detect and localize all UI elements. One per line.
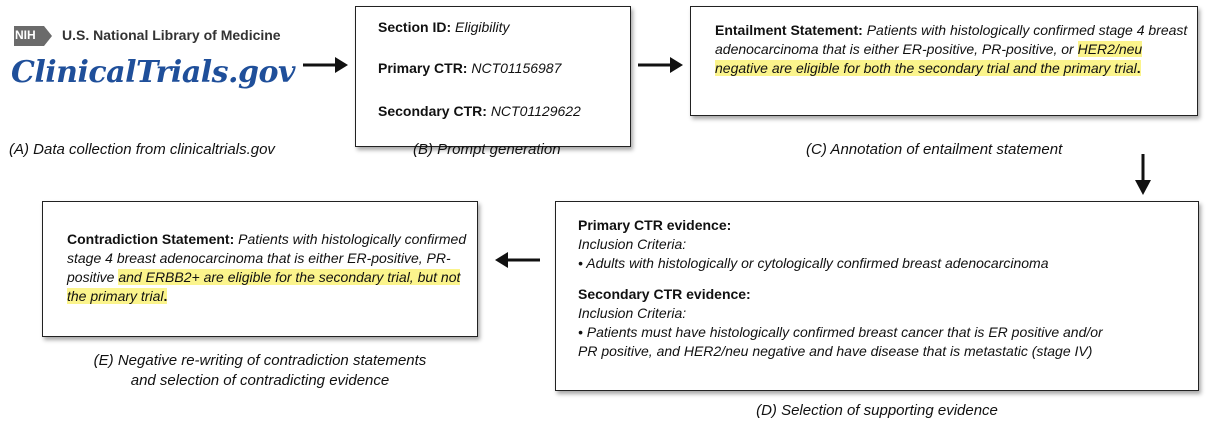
primary-evidence-heading: Primary CTR evidence: (578, 217, 732, 233)
section-id-row: Section ID: Eligibility (378, 19, 509, 35)
secondary-evidence-item-line2: PR positive, and HER2/neu negative and h… (578, 343, 1093, 359)
primary-inclusion-label: Inclusion Criteria: (578, 236, 687, 252)
caption-a: (A) Data collection from clinicaltrials.… (9, 141, 275, 158)
secondary-inclusion-label: Inclusion Criteria: (578, 305, 687, 321)
contradiction-statement: Contradiction Statement: Patients with h… (67, 230, 467, 306)
contradiction-highlight: and ERBB2+ are eligible for the secondar… (67, 269, 461, 304)
primary-evidence-item: • Adults with histologically or cytologi… (578, 255, 1049, 271)
prompt-box: Section ID: Eligibility Primary CTR: NCT… (355, 6, 631, 147)
secondary-evidence-item-line1: • Patients must have histologically conf… (578, 324, 1103, 340)
primary-ctr-label: Primary CTR: (378, 60, 468, 76)
arrow-down-icon (1135, 154, 1151, 195)
contradiction-box: Contradiction Statement: Patients with h… (42, 201, 478, 337)
caption-b: (B) Prompt generation (413, 141, 561, 158)
primary-ctr-row: Primary CTR: NCT01156987 (378, 60, 561, 76)
nih-badge-text: NIH (15, 28, 36, 42)
caption-e-line2: and selection of contradicting evidence (130, 372, 390, 389)
arrow-right-icon (303, 57, 348, 73)
secondary-ctr-value: NCT01129622 (490, 103, 581, 119)
secondary-evidence-heading: Secondary CTR evidence: (578, 286, 751, 302)
contradiction-text: Patients with histologically confirmed s… (67, 231, 467, 285)
entailment-highlight: HER2/neu negative are eligible for both … (715, 41, 1143, 76)
arrow-left-icon (495, 252, 540, 268)
nih-badge-icon (14, 26, 52, 46)
clinicaltrials-logo: ClinicalTrials.gov (11, 55, 295, 90)
entailment-label: Entailment Statement: (715, 22, 863, 38)
caption-e: (E) Negative re-writing of contradiction… (42, 351, 478, 391)
caption-d: (D) Selection of supporting evidence (756, 402, 998, 419)
entailment-text: Patients with histologically confirmed s… (715, 22, 1188, 57)
contradiction-end: . (163, 288, 168, 304)
entailment-statement: Entailment Statement: Patients with hist… (715, 21, 1195, 78)
primary-ctr-value: NCT01156987 (471, 60, 562, 76)
section-id-label: Section ID: (378, 19, 452, 35)
evidence-box: Primary CTR evidence: Inclusion Criteria… (555, 201, 1199, 391)
contradiction-label: Contradiction Statement: (67, 231, 235, 247)
section-id-value: Eligibility (455, 19, 510, 35)
caption-c: (C) Annotation of entailment statement (806, 141, 1063, 158)
arrow-right-icon (638, 57, 683, 73)
caption-e-line1: (E) Negative re-writing of contradiction… (93, 352, 427, 369)
secondary-ctr-label: Secondary CTR: (378, 103, 487, 119)
entailment-end: . (1136, 60, 1141, 76)
nlm-name: U.S. National Library of Medicine (62, 27, 281, 43)
evidence-content: Primary CTR evidence: Inclusion Criteria… (578, 216, 1193, 361)
secondary-ctr-row: Secondary CTR: NCT01129622 (378, 103, 581, 119)
entailment-box: Entailment Statement: Patients with hist… (690, 6, 1198, 116)
